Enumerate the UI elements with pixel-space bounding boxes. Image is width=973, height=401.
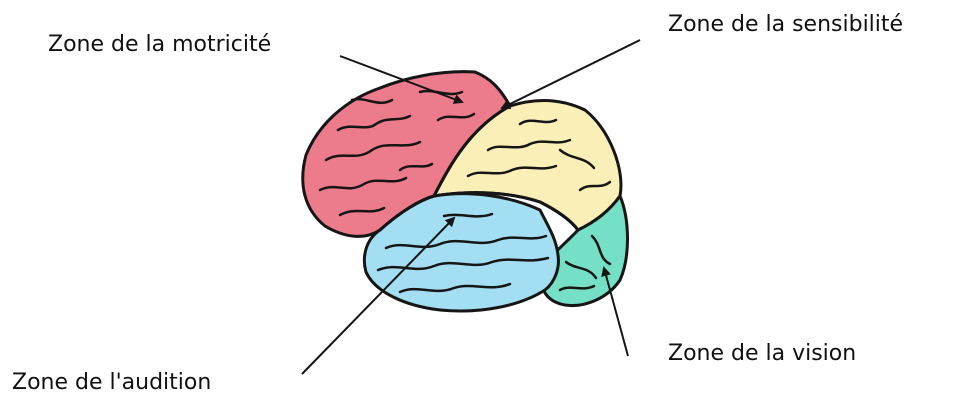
brain-illustration <box>303 72 628 311</box>
sensory-leader-line <box>502 40 640 108</box>
